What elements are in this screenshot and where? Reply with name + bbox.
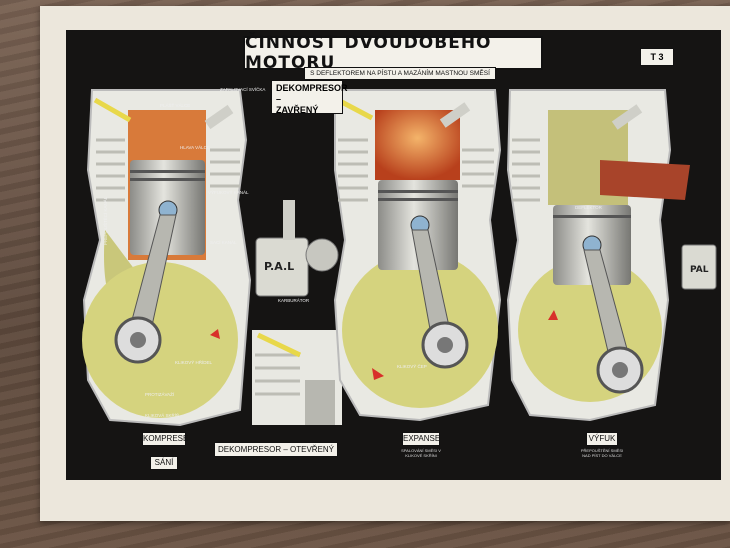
decompressor-open-label: DEKOMPRESOR – OTEVŘENÝ	[214, 442, 338, 457]
small-label: PŘEPOUŠTĚCÍ KANÁL	[103, 196, 108, 245]
small-label: ZAPALOVACÍ SVÍČKA	[220, 87, 266, 92]
stage-3-label: VÝFUK	[586, 432, 618, 446]
small-label: PLÁŠŤ VÁLCE	[160, 103, 191, 108]
small-label: PROTIZÁVAŽÍ	[145, 392, 175, 397]
small-label: SACÍ KANÁL	[210, 240, 237, 245]
small-label: KLIKOVÝ HŘÍDEL	[175, 360, 213, 365]
svg-text:PAL: PAL	[690, 265, 709, 275]
stage-1-label-bottom: SÁNÍ	[150, 456, 178, 470]
small-label: HLAVA VÁLCE	[180, 145, 210, 150]
stage-1-label-top: KOMPRESE	[142, 432, 188, 446]
carburettor: P.A.L	[255, 200, 339, 297]
decompressor-detail	[252, 330, 342, 425]
poster-code: T 3	[640, 48, 674, 66]
stage-3-note: PŘEPOUŠTĚNÍ SMĚSI NAD PÍST DO VÁLCE	[580, 448, 624, 458]
decompressor-closed-line-1: DEKOMPRESOR –	[276, 83, 348, 104]
poster-subtitle: S DEFLEKTOREM NA PÍSTU A MAZÁNÍM MASTNOU…	[304, 67, 496, 80]
engine-exhaust: PAL	[506, 89, 717, 422]
poster-title: ČINNOST DVOUDOBÉHO MOTORU	[243, 33, 543, 73]
stage-2-note: SPALOVÁNÍ SMĚSI V KLIKOVÉ SKŘÍNI	[401, 448, 441, 458]
small-label: KLIKOVÝ ČEP	[397, 364, 427, 369]
decompressor-closed-line-2: ZAVŘENÝ	[276, 105, 319, 115]
small-label: KARBURÁTOR	[278, 298, 310, 303]
decompressor-closed-label: DEKOMPRESOR – ZAVŘENÝ	[271, 80, 348, 115]
small-label: KLIKOVÁ SKŘÍŇ	[145, 413, 180, 418]
small-label: VÝFUKOVÝ KANÁL	[208, 190, 249, 195]
stage-2-label: EXPANSE	[402, 432, 440, 446]
engine-compression	[82, 89, 252, 427]
small-label: DEFLEKTOR	[575, 205, 602, 210]
engine-expansion	[333, 89, 502, 422]
carburettor-text: P.A.L	[264, 260, 294, 273]
